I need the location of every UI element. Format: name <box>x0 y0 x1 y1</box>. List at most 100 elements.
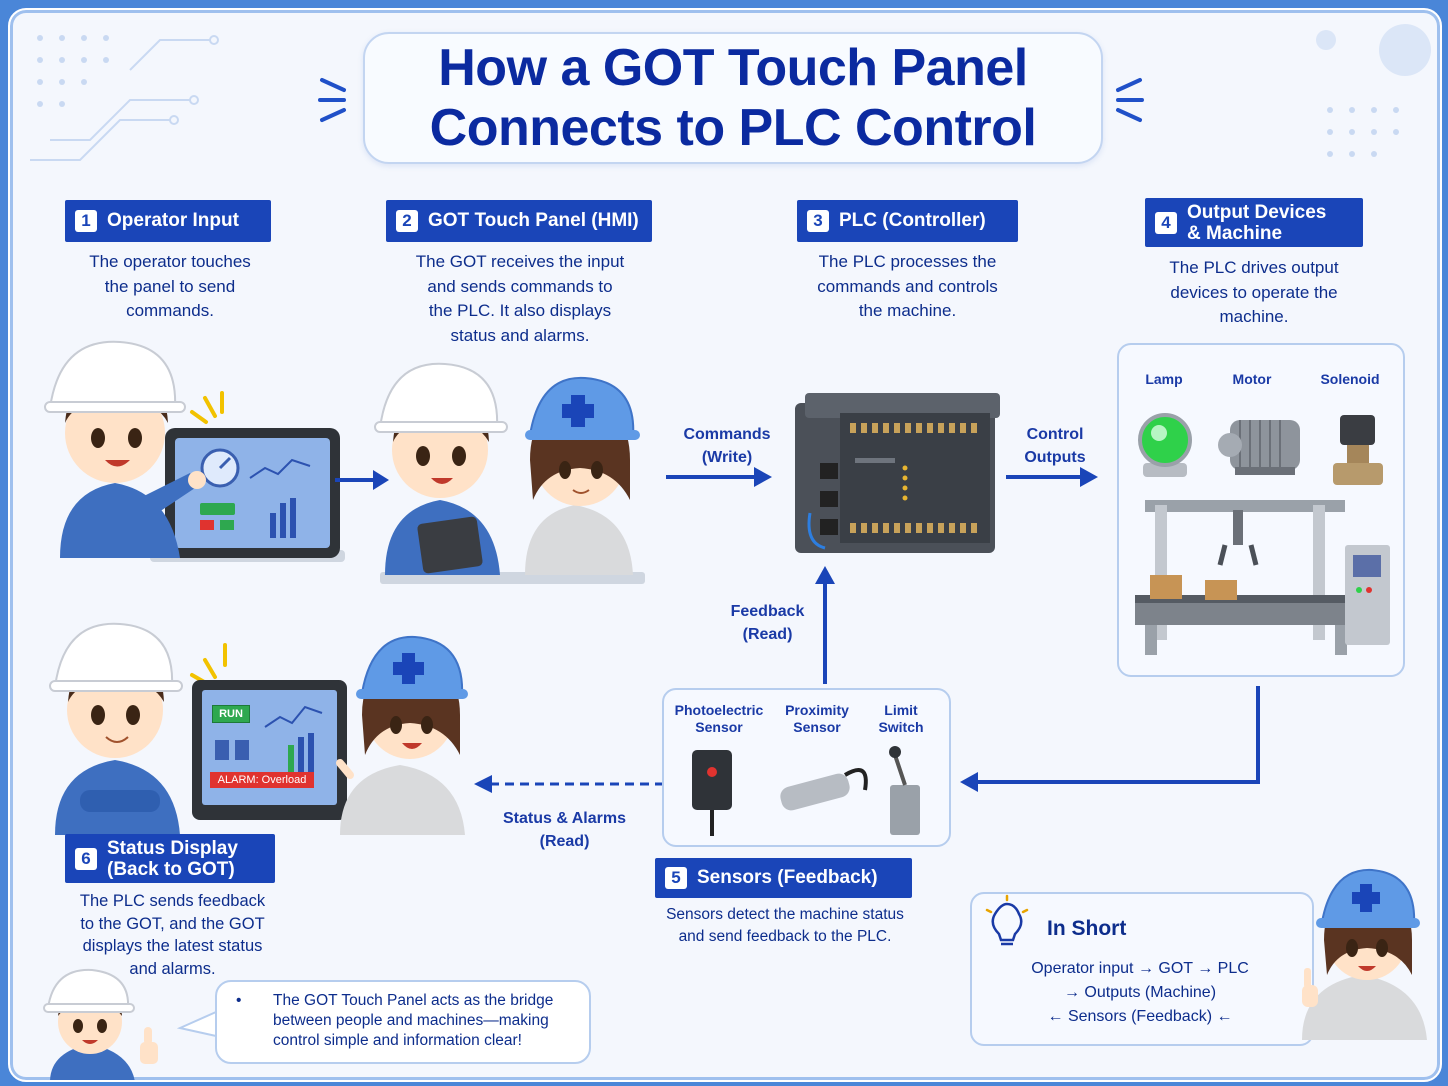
feedback-arrow-label: Feedback (Read) <box>715 600 820 646</box>
proximity-sensor-icon <box>780 773 850 811</box>
step-2-label: 2 GOT Touch Panel (HMI) <box>386 200 652 242</box>
commands-arrow-label: Commands (Write) <box>672 423 782 469</box>
step-6-title-line: (Back to GOT) <box>107 858 235 880</box>
sensor-label-line: Limit <box>884 702 918 718</box>
step-5-desc-line: and send feedback to the PLC. <box>678 928 892 945</box>
step-6-desc-line: to the GOT, and the GOT <box>80 914 265 933</box>
commands-label-line: (Write) <box>701 449 753 466</box>
step-5-title: Sensors (Feedback) <box>697 867 878 888</box>
status-alarms-arrow <box>474 775 662 793</box>
bubble-text: The GOT Touch Panel acts as the bridge b… <box>273 991 583 1051</box>
lamp-icon <box>1143 463 1187 477</box>
step-3-description: The PLC processes the commands and contr… <box>780 250 1035 324</box>
run-indicator: RUN <box>212 705 250 723</box>
outputs-to-sensors-arrow <box>960 686 1260 792</box>
proximity-sensor-label: Proximity Sensor <box>772 702 862 736</box>
operator-touching-panel-illustration <box>44 340 345 562</box>
bubble-line: control simple and information clear! <box>273 1032 522 1049</box>
page-title: How a GOT Touch Panel Connects to PLC Co… <box>363 38 1103 158</box>
step-1-desc-line: the panel to send <box>104 276 236 296</box>
step-1-desc-line: commands. <box>126 301 214 320</box>
step-3-desc-line: commands and controls <box>817 276 998 296</box>
control-outputs-arrow-label: Control Outputs <box>1010 423 1100 469</box>
step-1-number: 1 <box>75 210 97 232</box>
step-1-title: Operator Input <box>107 210 239 231</box>
step-1-description: The operator touches the panel to send c… <box>50 250 290 324</box>
speech-bubble-tail <box>176 1010 217 1038</box>
in-short-box <box>970 892 1314 1046</box>
step-1-label: 1 Operator Input <box>65 200 271 242</box>
in-short-summary: Operator input → GOT → PLC → Outputs (Ma… <box>990 957 1290 1029</box>
pointing-engineer-illustration <box>1302 868 1427 1040</box>
title-line-1: How a GOT Touch Panel <box>438 39 1028 97</box>
bubble-bullet: • <box>236 992 242 1009</box>
sensor-label-line: Sensor <box>695 719 743 735</box>
thumbs-up-operator-illustration <box>43 968 158 1080</box>
solenoid-label: Solenoid <box>1320 371 1380 387</box>
sensor-label-line: Proximity <box>785 702 849 718</box>
step-6-number: 6 <box>75 847 97 870</box>
sensors-illustration <box>692 746 920 836</box>
step-6-desc-line: and alarms. <box>129 959 216 978</box>
output-devices-illustration <box>1135 413 1390 655</box>
step-2-desc-line: and sends commands to <box>427 276 613 296</box>
speech-bubble <box>215 980 591 1064</box>
step-3-desc-line: the machine. <box>858 301 957 320</box>
title-line-2: Connects to PLC Control <box>429 99 1037 157</box>
status-display-illustration <box>49 622 468 835</box>
step-2-desc-line: The GOT receives the input <box>415 252 625 271</box>
control-outputs-label-line: Control <box>1026 426 1084 443</box>
step-6-desc-line: displays the latest status <box>82 937 263 955</box>
limit-switch-icon <box>890 785 920 835</box>
step-5-number: 5 <box>665 867 687 889</box>
sensor-label-line: Switch <box>878 719 924 735</box>
control-outputs-arrow <box>1006 467 1098 487</box>
photoelectric-sensor-label: Photoelectric Sensor <box>674 702 764 736</box>
step-4-desc-line: The PLC drives output <box>1169 258 1339 277</box>
step-5-description: Sensors detect the machine status and se… <box>630 904 940 948</box>
limit-switch-label: Limit Switch <box>870 702 932 736</box>
arrow-operator-to-got <box>335 470 389 490</box>
status-alarms-arrow-label: Status & Alarms (Read) <box>492 807 637 853</box>
step-3-number: 3 <box>807 210 829 232</box>
step-4-description: The PLC drives output devices to operate… <box>1125 256 1383 330</box>
motor-label: Motor <box>1232 371 1272 387</box>
feedback-label-line: (Read) <box>742 626 793 643</box>
step-4-desc-line: machine. <box>1219 307 1289 326</box>
control-outputs-label-line: Outputs <box>1024 449 1086 466</box>
commands-arrow <box>666 467 772 487</box>
sensor-label-line: Photoelectric <box>674 702 764 718</box>
step-3-label: 3 PLC (Controller) <box>797 200 1018 242</box>
title-box <box>363 32 1103 164</box>
commands-label-line: Commands <box>683 426 771 443</box>
step-6-desc-line: The PLC sends feedback <box>79 892 266 910</box>
step-2-desc-line: the PLC. It also displays <box>428 301 612 320</box>
step-5-desc-line: Sensors detect the machine status <box>666 906 904 923</box>
in-short-line: ← Sensors (Feedback) ← <box>1047 1008 1233 1025</box>
step-6-title-line: Status Display <box>107 837 238 859</box>
got-team-illustration <box>374 362 645 584</box>
decorative-background <box>30 24 1431 161</box>
photoelectric-sensor-icon <box>692 750 732 810</box>
infographic-frame: How a GOT Touch Panel Connects to PLC Co… <box>8 8 1442 1082</box>
step-4-desc-line: devices to operate the <box>1170 282 1338 302</box>
step-4-number: 4 <box>1155 211 1177 234</box>
status-alarms-label-line: (Read) <box>539 833 590 850</box>
step-6-description: The PLC sends feedback to the GOT, and t… <box>50 890 295 980</box>
lamp-label: Lamp <box>1145 371 1183 387</box>
step-3-desc-line: The PLC processes the <box>818 252 997 271</box>
step-5-label: 5 Sensors (Feedback) <box>655 858 912 898</box>
sensor-label-line: Sensor <box>793 719 841 735</box>
bubble-line: between people and machines—making <box>273 1012 549 1029</box>
in-short-line: → Outputs (Machine) <box>1063 984 1217 1001</box>
alarm-indicator: ALARM: Overload <box>210 772 314 788</box>
plc-controller-illustration <box>795 393 1000 553</box>
step-4-title-line: Output Devices <box>1187 201 1327 223</box>
step-2-desc-line: status and alarms. <box>450 325 590 345</box>
status-alarms-label-line: Status & Alarms <box>503 810 626 827</box>
step-4-title-line: & Machine <box>1187 222 1283 244</box>
solenoid-icon <box>1340 415 1375 445</box>
in-short-title: In Short <box>1047 917 1127 940</box>
step-2-description: The GOT receives the input and sends com… <box>380 250 660 348</box>
step-4-label: 4 Output Devices & Machine <box>1145 198 1363 247</box>
